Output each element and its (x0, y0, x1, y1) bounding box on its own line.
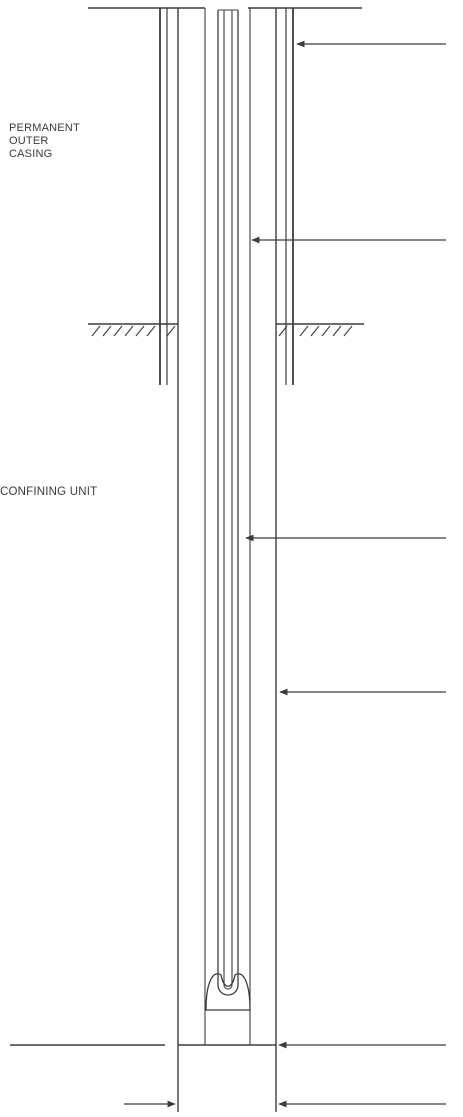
label-confining-unit: CONFINING UNIT (0, 486, 98, 498)
label-casing-line-2: OUTER (9, 135, 49, 147)
u-tube-inner (223, 10, 233, 990)
u-tube-outer (217, 10, 239, 996)
label-permanent-outer-casing: PERMANENT OUTER CASING (9, 122, 80, 161)
ground-hatch-right (278, 325, 353, 337)
ground-hatch-left (91, 325, 176, 337)
u-tube-bottom-bulb (205, 973, 251, 1011)
label-casing-line-3: CASING (9, 148, 53, 160)
label-casing-line-1: PERMANENT (9, 122, 80, 134)
